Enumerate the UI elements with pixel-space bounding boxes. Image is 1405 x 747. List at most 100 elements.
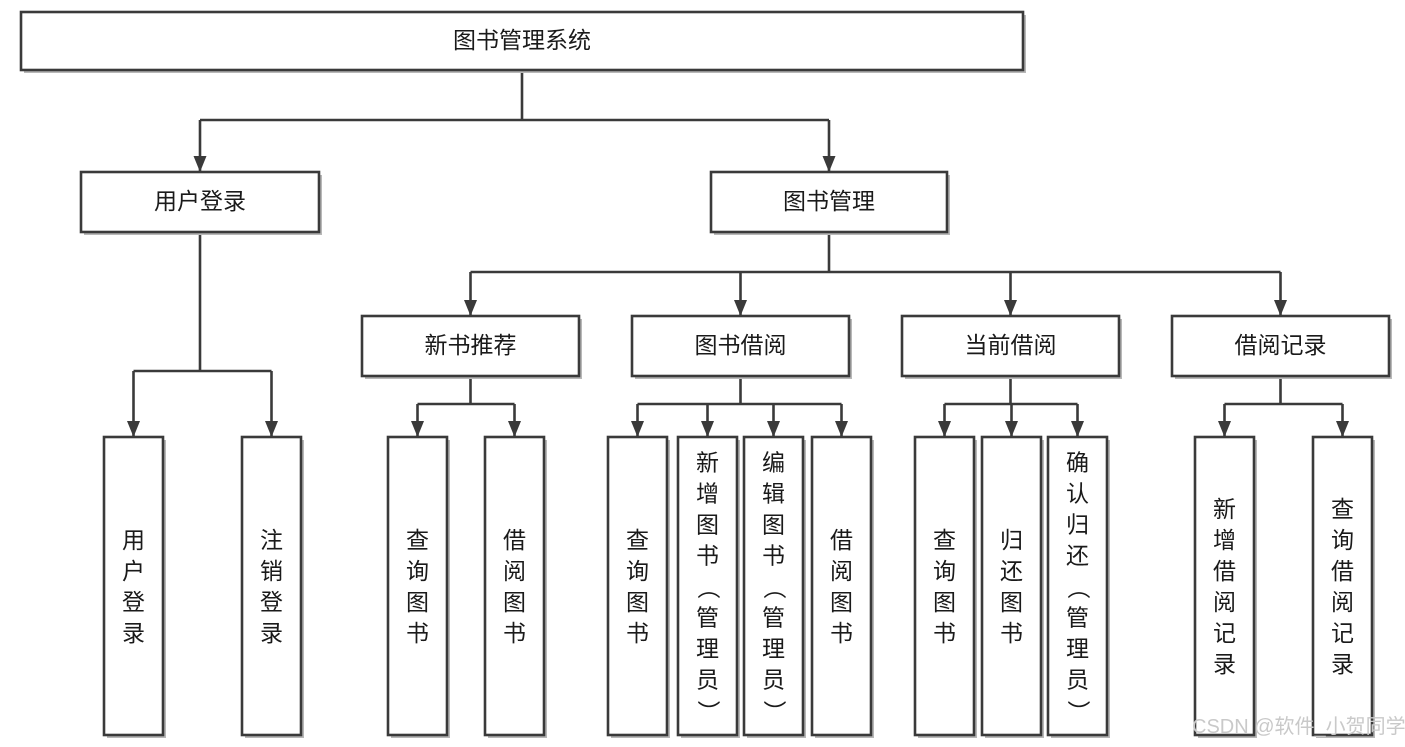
node-label-char: 录	[122, 620, 145, 646]
node-label-char: 增	[1213, 527, 1236, 553]
node-user-login[interactable]: 用户登录	[79, 170, 322, 235]
node-rect[interactable]	[240, 435, 303, 737]
arrow-head	[1071, 421, 1084, 437]
node-rect[interactable]	[386, 435, 449, 737]
node-label-char: 借	[1331, 558, 1354, 584]
node-book-manage[interactable]: 图书管理	[709, 170, 950, 235]
arrow-head	[411, 421, 424, 437]
node-rect[interactable]	[900, 314, 1121, 378]
node-rect[interactable]	[676, 435, 739, 737]
node-label-char: 阅	[503, 558, 526, 584]
node-book-borrow[interactable]: 图书借阅	[630, 314, 852, 379]
node-label-char: 用	[122, 527, 145, 553]
arrow-head	[767, 421, 780, 437]
node-label-char: 辑	[762, 481, 785, 507]
node-rect[interactable]	[709, 170, 949, 234]
node-leaf-user-login[interactable]: 用户登录	[102, 435, 166, 738]
node-label-char: 图	[1000, 589, 1023, 615]
node-label-char: 员	[1066, 667, 1089, 693]
node-rect[interactable]	[810, 435, 873, 737]
node-label-char: 员	[696, 667, 719, 693]
node-rect[interactable]	[606, 435, 669, 737]
node-label-char: 借	[830, 527, 853, 553]
arrow-head	[631, 421, 644, 437]
node-label-char: 图	[830, 589, 853, 615]
node-label-char: 注	[260, 527, 283, 553]
node-borrow-record[interactable]: 借阅记录	[1170, 314, 1392, 379]
node-label-char: 借	[1213, 558, 1236, 584]
node-label-char: （	[696, 576, 722, 599]
node-label-char: 编	[762, 450, 785, 476]
node-label-char: 登	[260, 589, 283, 615]
arrow-head	[464, 300, 477, 316]
node-label-char: 查	[933, 527, 956, 553]
node-label-char: 录	[260, 620, 283, 646]
node-label-char: 录	[1213, 651, 1236, 677]
node-rect[interactable]	[1193, 435, 1256, 737]
node-label-char: 图	[696, 512, 719, 538]
node-label-char: 增	[696, 481, 719, 507]
node-root[interactable]: 图书管理系统	[19, 10, 1026, 73]
node-label: 当前借阅	[965, 332, 1057, 358]
node-label-char: 借	[503, 527, 526, 553]
node-rect[interactable]	[630, 314, 851, 378]
node-rect[interactable]	[360, 314, 581, 378]
node-label-char: ）	[1066, 700, 1092, 723]
node-new-book-recommend[interactable]: 新书推荐	[360, 314, 582, 379]
node-label-char: 查	[406, 527, 429, 553]
node-rect[interactable]	[483, 435, 546, 737]
node-boxes-layer: 图书管理系统用户登录图书管理新书推荐图书借阅当前借阅借阅记录用户登录注销登录查询…	[19, 10, 1392, 738]
arrow-head	[734, 300, 747, 316]
node-label: 新书推荐	[425, 332, 517, 358]
arrow-head	[1274, 300, 1287, 316]
node-label-char: 书	[503, 620, 526, 646]
node-rect[interactable]	[1311, 435, 1374, 737]
node-label-char: 查	[626, 527, 649, 553]
node-label-char: （	[1066, 576, 1092, 599]
node-label-char: 登	[122, 589, 145, 615]
node-rect[interactable]	[79, 170, 321, 234]
node-rect[interactable]	[742, 435, 805, 737]
node-label-char: （	[762, 576, 788, 599]
node-label-char: 认	[1066, 481, 1089, 507]
node-label-char: 归	[1000, 527, 1023, 553]
node-label-char: 归	[1066, 512, 1089, 538]
node-rect[interactable]	[19, 10, 1025, 72]
node-label-char: 询	[626, 558, 649, 584]
node-label: 借阅记录	[1235, 332, 1327, 358]
node-label-char: 管	[696, 605, 719, 631]
node-label-char: 图	[406, 589, 429, 615]
node-label-char: 还	[1066, 543, 1089, 569]
node-rect[interactable]	[913, 435, 976, 737]
node-rect[interactable]	[1046, 435, 1109, 737]
arrow-head	[701, 421, 714, 437]
node-label-char: 书	[933, 620, 956, 646]
node-label-char: 图	[626, 589, 649, 615]
node-rect[interactable]	[102, 435, 165, 737]
node-rect[interactable]	[1170, 314, 1391, 378]
node-label-char: 查	[1331, 496, 1354, 522]
node-label-char: 新	[696, 450, 719, 476]
node-label-char: 图	[933, 589, 956, 615]
csdn-watermark: CSDN @软件_小贺同学	[1192, 715, 1405, 738]
node-label-char: 书	[696, 543, 719, 569]
node-label-char: 新	[1213, 496, 1236, 522]
node-rect[interactable]	[980, 435, 1043, 737]
node-label-char: 询	[406, 558, 429, 584]
node-current-borrow[interactable]: 当前借阅	[900, 314, 1122, 379]
node-label-char: 书	[406, 620, 429, 646]
node-label-char: 户	[122, 558, 145, 584]
arrow-head	[508, 421, 521, 437]
